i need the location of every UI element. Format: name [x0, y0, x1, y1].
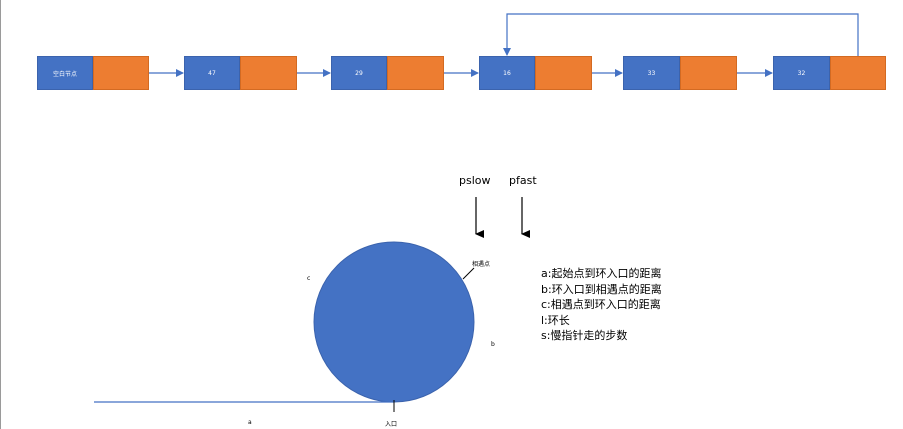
meet-point-label: 相遇点	[472, 261, 491, 268]
node-next-pointer	[535, 56, 592, 90]
node-next-pointer	[830, 56, 886, 90]
list-node-loop-entry: 16	[479, 56, 592, 90]
list-node: 29	[331, 56, 444, 90]
node-value: 29	[331, 56, 387, 90]
loop-circle	[313, 241, 475, 403]
loop-back-arrow	[503, 13, 859, 56]
legend-item-c: c:相遇点到环入口的距离	[541, 298, 661, 311]
node-next-pointer	[93, 56, 149, 90]
node-value: 16	[479, 56, 535, 90]
legend: a:起始点到环入口的距离 b:环入口到相遇点的距离 c:相遇点到环入口的距离 l…	[541, 266, 662, 344]
node-next-pointer	[387, 56, 444, 90]
node-value: 47	[184, 56, 240, 90]
a-label: a	[248, 419, 252, 426]
list-node: 33	[623, 56, 737, 90]
list-node: 47	[184, 56, 297, 90]
legend-item-a: a:起始点到环入口的距离	[541, 267, 662, 280]
list-node-tail: 32	[773, 56, 886, 90]
node-value: 33	[623, 56, 680, 90]
pslow-label: pslow	[459, 174, 491, 187]
meet-point-marker	[462, 267, 475, 280]
c-label: c	[307, 275, 311, 282]
node-next-pointer	[240, 56, 297, 90]
entry-label: 入口	[385, 421, 398, 428]
legend-item-s: s:慢指针走的步数	[541, 329, 628, 342]
pfast-label: pfast	[509, 174, 537, 187]
b-label: b	[491, 341, 495, 348]
legend-item-l: l:环长	[541, 313, 570, 327]
window-left-border	[0, 0, 1, 429]
node-next-pointer	[680, 56, 737, 90]
node-value: 32	[773, 56, 830, 90]
node-value: 空白节点	[37, 56, 93, 90]
list-node-head: 空白节点	[37, 56, 149, 90]
legend-item-b: b:环入口到相遇点的距离	[541, 282, 662, 296]
